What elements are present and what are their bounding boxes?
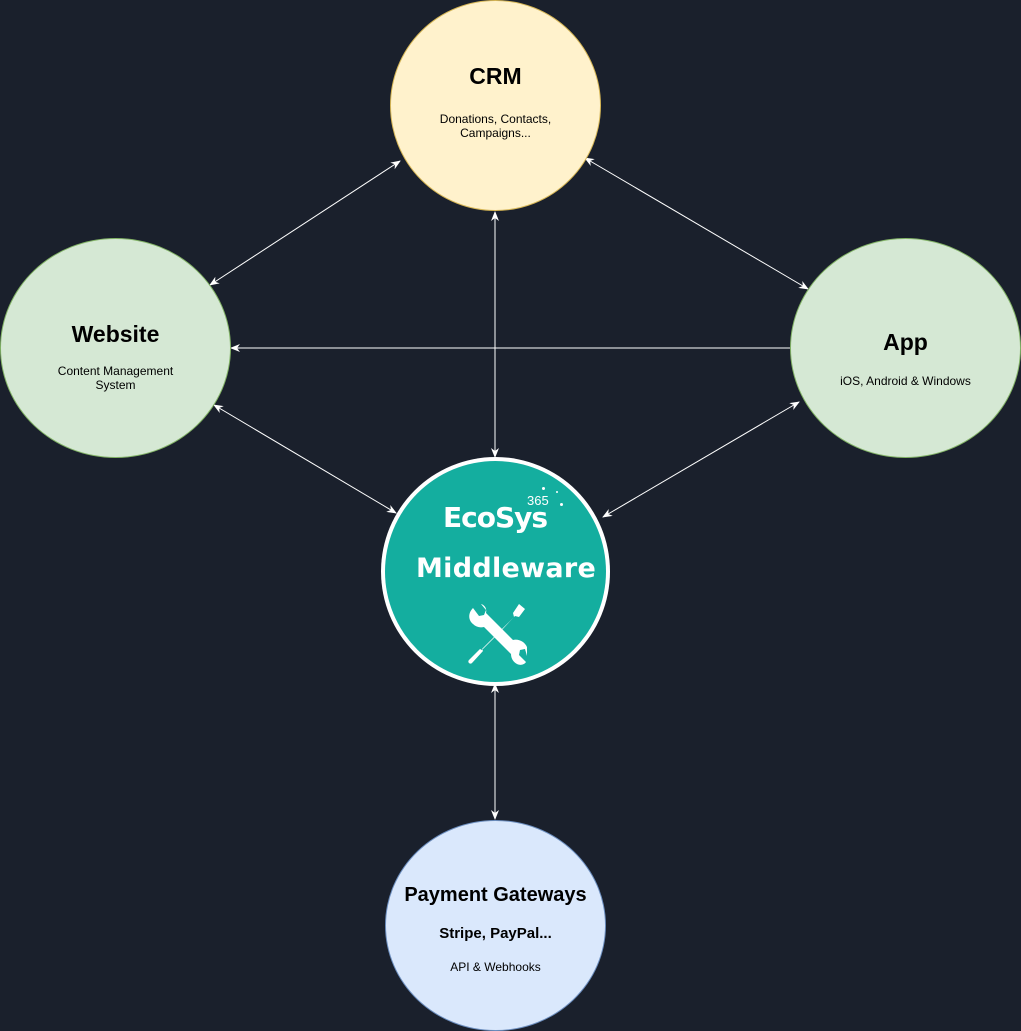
app-node: App iOS, Android & Windows [790,238,1021,458]
crm-node: CRM Donations, Contacts, Campaigns... [390,0,601,211]
app-subtitle: iOS, Android & Windows [840,374,971,388]
arrow-crm-website [209,160,401,286]
crm-title: CRM [469,63,522,89]
website-title: Website [71,321,160,347]
website-subtitle: Content Management System [57,364,174,392]
payment-providers: Stripe, PayPal... [439,925,552,942]
sparkle-dot [542,487,545,490]
sparkle-dot [556,491,558,493]
payment-gateways-node: Payment Gateways Stripe, PayPal... API &… [385,820,606,1031]
arrow-crm-app [584,157,809,290]
app-title: App [883,329,928,355]
middleware-label: Middleware [416,553,597,584]
arrow-app-middleware [602,401,800,518]
middleware-brand: EcoSys [443,501,548,534]
sparkle-dot [560,503,563,506]
payment-title: Payment Gateways [404,884,587,906]
middleware-badge: 365 [527,493,549,508]
website-node: Website Content Management System [0,238,231,458]
payment-subtitle: API & Webhooks [450,960,541,974]
tools-icon [468,604,527,665]
middleware-circle: EcoSys 365 Middleware [385,461,606,682]
middleware-node: EcoSys 365 Middleware [381,457,610,686]
crm-subtitle: Donations, Contacts, Campaigns... [439,112,552,140]
arrow-website-middleware [213,404,397,514]
